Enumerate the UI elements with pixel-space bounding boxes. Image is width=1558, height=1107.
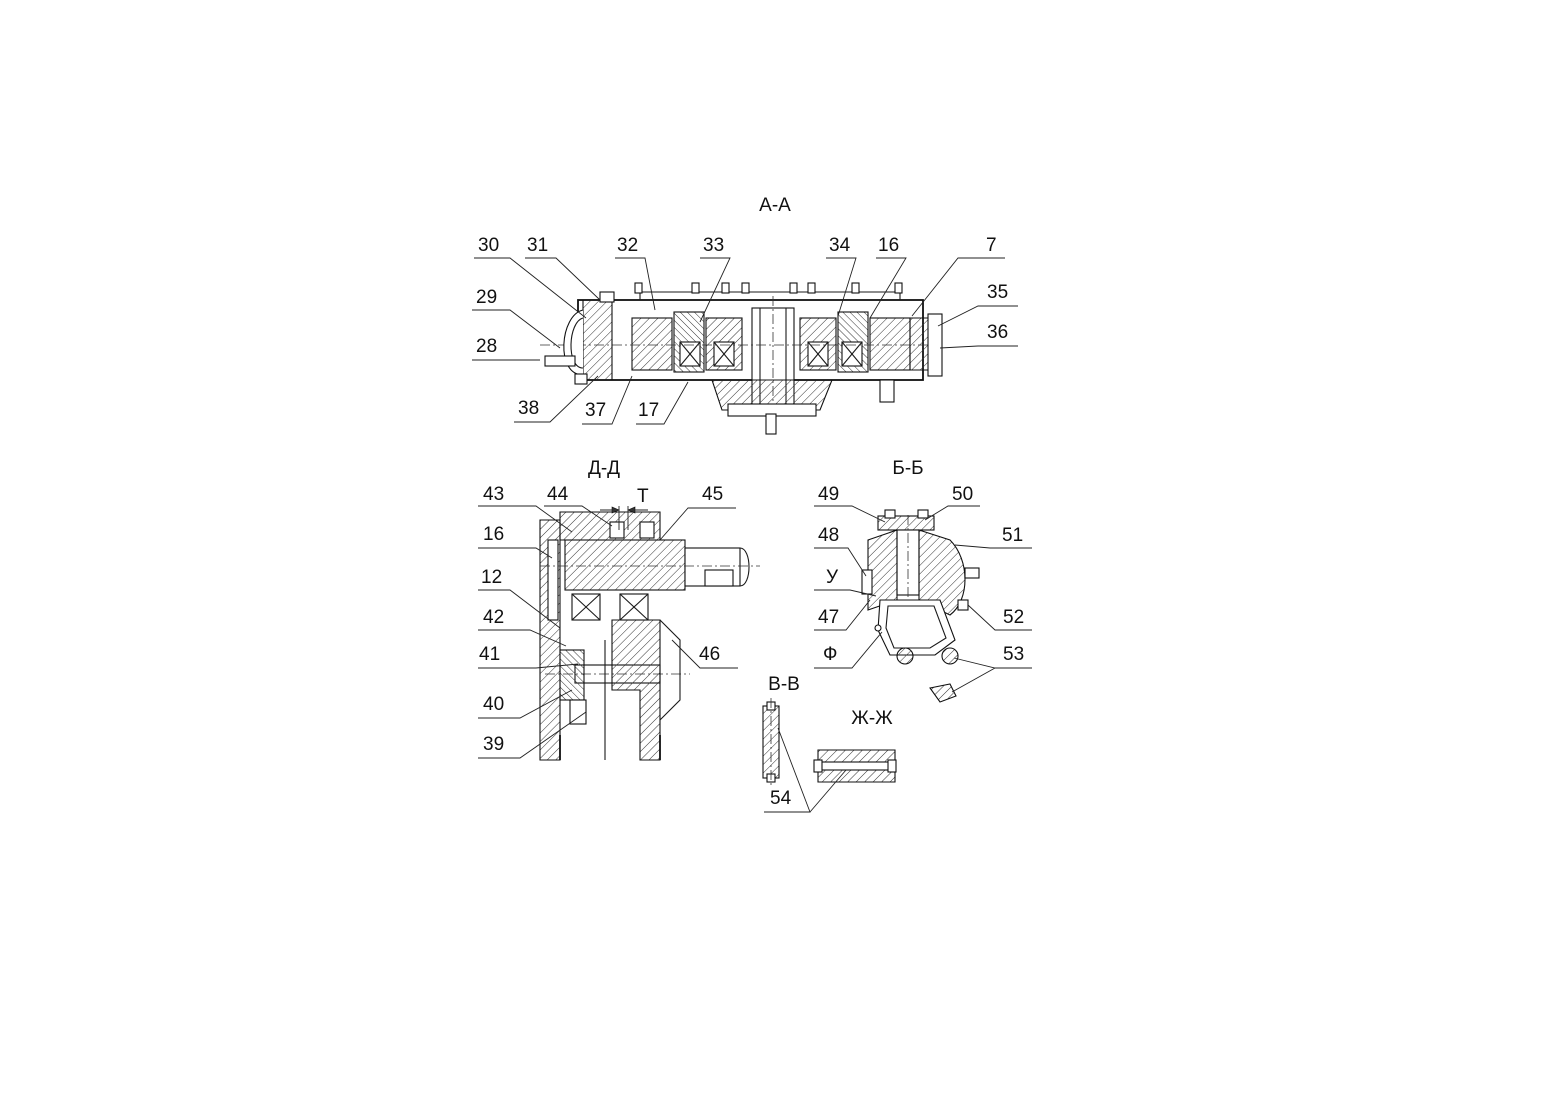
- callout-29: 29: [476, 287, 497, 308]
- callout-40: 40: [483, 694, 504, 715]
- section-title-vv: В-В: [768, 674, 800, 695]
- callout-31: 31: [527, 235, 548, 256]
- dd-callout-labels: 43 44 T 45 16 12 42 41 46 40 39: [479, 484, 723, 755]
- callout-38: 38: [518, 398, 539, 419]
- callout-41: 41: [479, 644, 500, 665]
- callout-37: 37: [585, 400, 606, 421]
- section-title-dd: Д-Д: [588, 458, 620, 479]
- callout-52: 52: [1003, 607, 1024, 628]
- callout-50: 50: [952, 484, 973, 505]
- dd-assembly: [539, 511, 760, 761]
- section-vv: В-В: [762, 674, 800, 788]
- bb-callout-labels: 49 50 51 48 У 47 52 Ф 53: [818, 484, 1024, 665]
- callout-33: 33: [703, 235, 724, 256]
- aa-leader-lines: [472, 257, 1018, 425]
- callout-7: 7: [986, 235, 997, 256]
- dimension-t: [600, 506, 648, 530]
- callout-53: 53: [1003, 644, 1024, 665]
- callout-35: 35: [987, 282, 1008, 303]
- callout-34: 34: [829, 235, 851, 256]
- callout-44: 44: [547, 484, 569, 505]
- callout-46: 46: [699, 644, 720, 665]
- bb-leader-lines: [814, 505, 1032, 693]
- section-zhzh: Ж-Ж: [813, 708, 897, 783]
- bb-assembly: [861, 509, 980, 703]
- callout-45: 45: [702, 484, 723, 505]
- callout-16: 16: [878, 235, 899, 256]
- aa-housing: [540, 282, 943, 435]
- callout-42: 42: [483, 607, 504, 628]
- callout-17: 17: [638, 400, 659, 421]
- callout-12: 12: [481, 567, 502, 588]
- callout-54: 54: [770, 788, 792, 809]
- callout-T: T: [637, 486, 649, 507]
- callout-43: 43: [483, 484, 504, 505]
- callout-51: 51: [1002, 525, 1023, 546]
- zhzh-part: [813, 749, 897, 783]
- callout-16-dd: 16: [483, 524, 504, 545]
- dd-leader-lines: [478, 505, 738, 759]
- section-title-aa: А-А: [759, 195, 791, 216]
- callout-F: Ф: [823, 644, 837, 665]
- callout-32: 32: [617, 235, 638, 256]
- vv-part: [762, 698, 780, 788]
- aa-callout-labels: 30 31 32 33 34 16 7 29 35 36 28 38 37 17: [476, 235, 1008, 421]
- callout-U: У: [826, 567, 839, 588]
- callout-28: 28: [476, 336, 497, 357]
- aa-top-bolts: [634, 282, 903, 294]
- callout-39: 39: [483, 734, 504, 755]
- callout-48: 48: [818, 525, 839, 546]
- section-aa: А-А: [472, 195, 1018, 435]
- vv-zhzh-callout: 54: [764, 727, 847, 813]
- callout-47: 47: [818, 607, 839, 628]
- callout-30: 30: [478, 235, 499, 256]
- callout-49: 49: [818, 484, 839, 505]
- section-bb: Б-Б 49 50 5: [814, 458, 1032, 703]
- section-title-bb: Б-Б: [892, 458, 923, 479]
- section-title-zhzh: Ж-Ж: [851, 708, 893, 729]
- callout-36: 36: [987, 322, 1008, 343]
- section-dd: Д-Д: [478, 458, 760, 761]
